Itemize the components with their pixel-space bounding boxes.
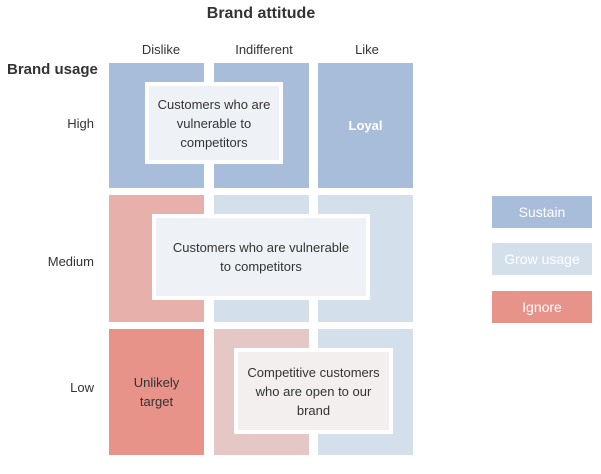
legend-grow-usage: Grow usage xyxy=(492,243,592,275)
chart-title: Brand attitude xyxy=(206,5,316,22)
overlay-low-text: Competitive customers who are open to ou… xyxy=(247,364,380,418)
column-header-dislike: Dislike xyxy=(141,42,181,57)
overlay-high-vulnerable: Customers who are vulnerable to competit… xyxy=(145,82,283,164)
column-header-like: Like xyxy=(355,42,379,57)
row-header-high: High xyxy=(67,116,94,131)
legend-ignore-label: Ignore xyxy=(522,299,562,315)
cell-label-unlikely-target: Unlikely target xyxy=(133,375,180,409)
overlay-low-competitive: Competitive customers who are open to ou… xyxy=(234,348,393,434)
legend-sustain: Sustain xyxy=(492,196,592,228)
cell-high-like: Loyal xyxy=(318,63,413,188)
legend-sustain-label: Sustain xyxy=(518,204,566,220)
column-header-indifferent: Indifferent xyxy=(235,42,293,57)
cell-label-loyal: Loyal xyxy=(348,118,383,133)
legend-ignore: Ignore xyxy=(492,291,592,323)
overlay-medium-text: Customers who are vulnerable to competit… xyxy=(172,240,350,274)
cell-low-dislike: Unlikely target xyxy=(109,329,204,455)
row-axis-title: Brand usage xyxy=(7,61,98,78)
row-header-medium: Medium xyxy=(47,254,94,269)
overlay-medium-vulnerable: Customers who are vulnerable to competit… xyxy=(152,214,370,300)
row-header-low: Low xyxy=(70,380,94,395)
overlay-high-text: Customers who are vulnerable to competit… xyxy=(157,96,271,150)
legend-grow-usage-label: Grow usage xyxy=(504,251,580,267)
